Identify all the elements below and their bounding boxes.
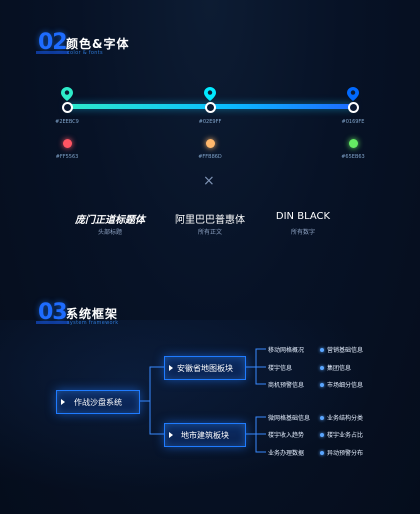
map-pin-icon	[347, 87, 359, 101]
bar-node	[348, 102, 359, 113]
font-name: DIN BLACK	[275, 211, 331, 222]
framework-leaf: 市场细分信息	[320, 380, 363, 389]
caret-right-icon	[61, 399, 65, 405]
font-usage: 所有数字	[290, 229, 315, 236]
times-icon: ×	[203, 173, 215, 189]
framework-branch-box: 安徽省地图板块	[164, 356, 246, 380]
color-hex-label: #FF5563	[55, 154, 79, 160]
framework-leaf: 商机预警信息	[268, 382, 305, 389]
map-pin-icon	[61, 87, 73, 101]
section-subtitle: color & fonts	[67, 50, 103, 56]
background-glow	[0, 320, 420, 514]
framework-branch-label: 安徽省地图板块	[177, 363, 233, 373]
framework-leaf: 微网格基础信息	[268, 415, 311, 422]
framework-leaf: 移动网格概况	[268, 347, 305, 354]
framework-leaf: 楼宇业务占比	[320, 430, 363, 439]
font-name: 阿里巴巴普惠体	[175, 215, 245, 226]
bullet-icon	[320, 382, 324, 387]
color-swatch	[63, 139, 72, 148]
framework-root-box: 作战沙盘系统	[56, 390, 140, 414]
font-usage: 头部标题	[97, 229, 122, 236]
section-subtitle: system framework	[67, 320, 119, 326]
font-usage: 所有正文	[197, 229, 222, 236]
bullet-icon	[320, 365, 324, 370]
bullet-icon	[320, 415, 324, 420]
framework-leaf: 营销基础信息	[320, 345, 363, 354]
caret-right-icon	[169, 365, 173, 371]
color-hex-label: #2EEBC9	[55, 119, 79, 125]
map-pin-icon	[204, 87, 216, 101]
framework-leaf: 集团信息	[320, 363, 351, 372]
section-number: 03	[36, 300, 69, 325]
framework-leaf: 异动预警分布	[320, 448, 363, 457]
color-swatch	[206, 139, 215, 148]
section-title: 系统框架	[66, 307, 119, 321]
section-title: 颜色&字体	[66, 37, 130, 51]
section-number: 02	[36, 30, 69, 55]
bullet-icon	[320, 347, 324, 352]
font-name: 庞门正道标题体	[75, 215, 145, 226]
bar-node	[205, 102, 216, 113]
framework-leaf: 业务办理数据	[268, 450, 305, 457]
framework-root-label: 作战沙盘系统	[74, 397, 122, 407]
bullet-icon	[320, 450, 324, 455]
framework-leaf: 楼宇收入趋势	[268, 432, 305, 439]
framework-leaf: 楼宇信息	[268, 365, 293, 372]
color-hex-label: #0169FE	[341, 119, 365, 125]
framework-branch-box: 地市建筑板块	[164, 423, 246, 447]
bullet-icon	[320, 432, 324, 437]
color-swatch	[349, 139, 358, 148]
caret-right-icon	[169, 432, 173, 438]
color-hex-label: #65EB63	[341, 154, 365, 160]
framework-branch-label: 地市建筑板块	[181, 430, 229, 440]
color-hex-label: #02E9FF	[198, 119, 222, 125]
framework-leaf: 业务结构分类	[320, 413, 363, 422]
bar-node	[62, 102, 73, 113]
color-hex-label: #FFB86D	[198, 154, 222, 160]
